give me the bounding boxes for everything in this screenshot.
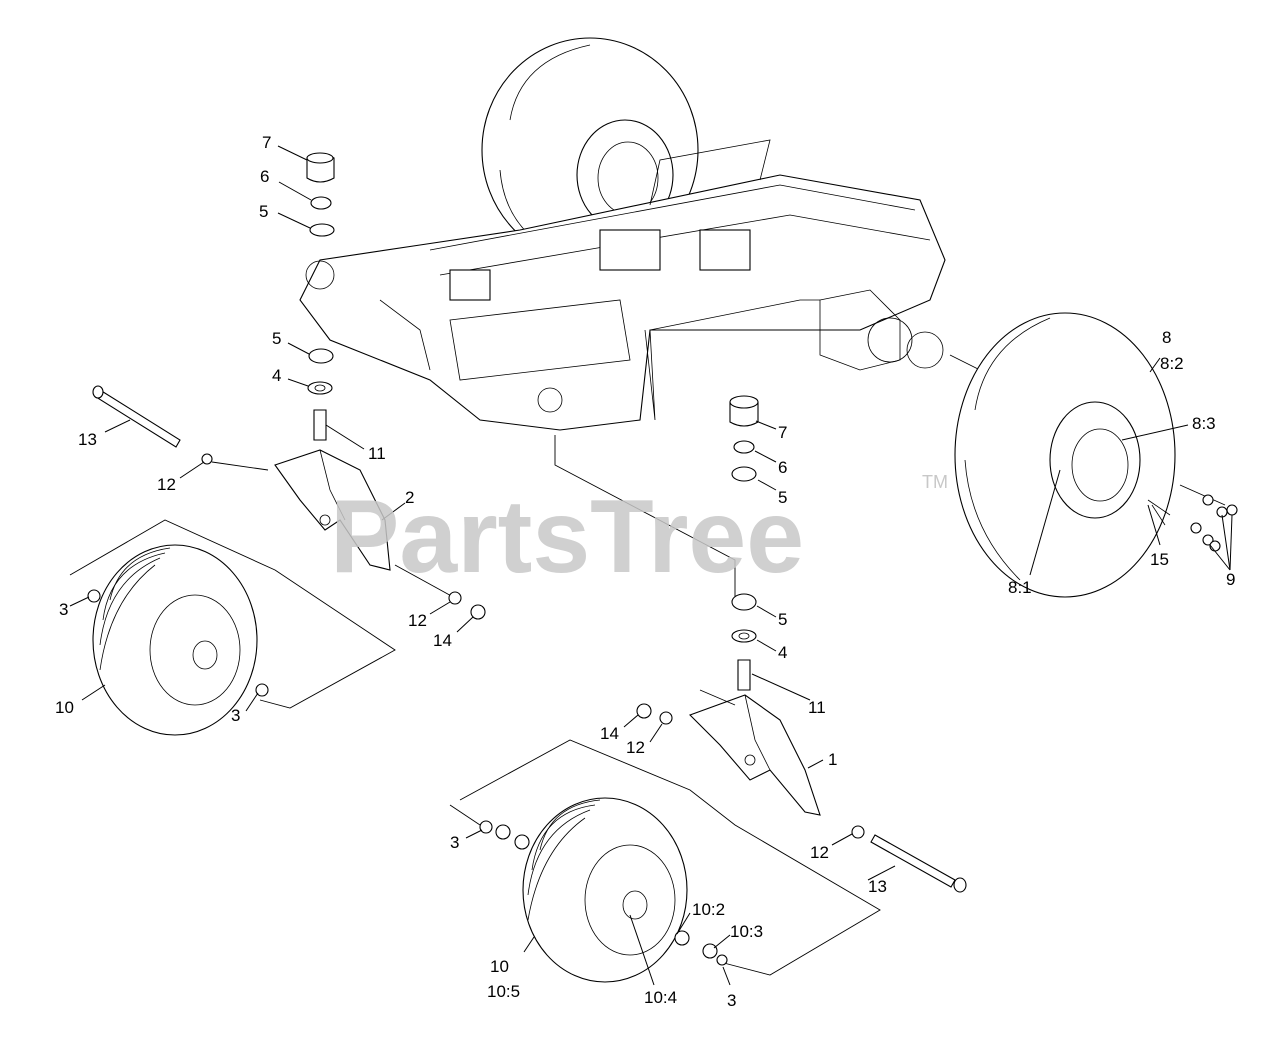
callout-5: 5 bbox=[259, 202, 268, 221]
watermark-trademark: TM bbox=[922, 472, 948, 492]
callout-10-3: 10:3 bbox=[730, 922, 763, 941]
caster-wheel-right bbox=[449, 739, 881, 983]
callout-8-1: 8:1 bbox=[1008, 578, 1032, 597]
callout-10-5: 10:5 bbox=[487, 982, 520, 1001]
caster-yoke-left bbox=[274, 449, 391, 571]
caster-hardware-left-lower bbox=[394, 564, 486, 620]
callout-10-4: 10:4 bbox=[644, 988, 677, 1007]
callout-5: 5 bbox=[272, 329, 281, 348]
caster-hardware-left bbox=[306, 152, 335, 441]
callout-5: 5 bbox=[778, 610, 787, 629]
rear-tire-right bbox=[954, 312, 1176, 598]
callout-13: 13 bbox=[78, 430, 97, 449]
callout-3: 3 bbox=[450, 833, 459, 852]
callout-11: 11 bbox=[368, 444, 386, 463]
callout-1: 1 bbox=[828, 750, 837, 769]
callout-labels: 7 6 5 5 4 13 12 11 2 3 12 14 10 3 7 6 5 … bbox=[55, 133, 1235, 1010]
caster-hardware-right-upper bbox=[636, 703, 673, 725]
callout-8-3: 8:3 bbox=[1192, 414, 1216, 433]
callout-12: 12 bbox=[157, 475, 176, 494]
caster-yoke-right bbox=[689, 689, 821, 816]
callout-13: 13 bbox=[868, 877, 887, 896]
callout-6: 6 bbox=[260, 167, 269, 186]
callout-15: 15 bbox=[1150, 550, 1169, 569]
leader-lines bbox=[69, 145, 1233, 986]
callout-8: 8 bbox=[1162, 328, 1171, 347]
callout-11: 11 bbox=[808, 698, 826, 717]
callout-5: 5 bbox=[778, 488, 787, 507]
callout-10: 10 bbox=[55, 698, 74, 717]
caster-hardware-right bbox=[729, 395, 759, 691]
axle-bolt-right bbox=[851, 825, 967, 893]
callout-6: 6 bbox=[778, 458, 787, 477]
callout-3: 3 bbox=[231, 706, 240, 725]
callout-7: 7 bbox=[262, 133, 271, 152]
callout-12: 12 bbox=[626, 738, 645, 757]
callout-3: 3 bbox=[59, 600, 68, 619]
callout-3: 3 bbox=[727, 991, 736, 1010]
callout-10: 10 bbox=[490, 957, 509, 976]
lug-nuts bbox=[1190, 494, 1238, 552]
callout-14: 14 bbox=[433, 631, 452, 650]
callout-4: 4 bbox=[272, 366, 281, 385]
callout-2: 2 bbox=[405, 488, 414, 507]
callout-7: 7 bbox=[778, 423, 787, 442]
caster-wheel-left bbox=[69, 519, 396, 736]
axle-bolt-left bbox=[92, 385, 269, 471]
callout-12: 12 bbox=[408, 611, 427, 630]
callout-14: 14 bbox=[600, 724, 619, 743]
callout-10-2: 10:2 bbox=[692, 900, 725, 919]
callout-4: 4 bbox=[778, 643, 787, 662]
callout-8-2: 8:2 bbox=[1160, 354, 1184, 373]
watermark-text: PartsTree bbox=[330, 479, 804, 595]
callout-12: 12 bbox=[810, 843, 829, 862]
callout-9: 9 bbox=[1226, 570, 1235, 589]
chassis-frame bbox=[299, 139, 946, 431]
